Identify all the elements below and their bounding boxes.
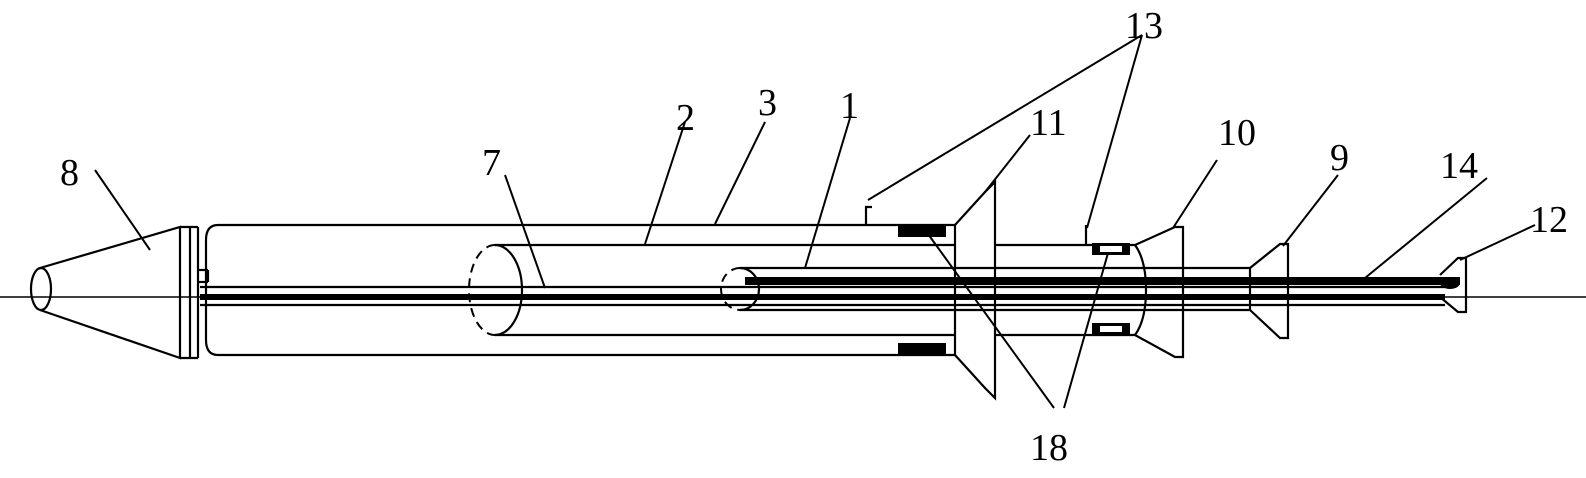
label-3: 3 [758, 82, 777, 124]
leader-lines [94, 34, 1536, 409]
label-18: 18 [1030, 427, 1068, 469]
part-3-outer-tube [198, 223, 955, 357]
label-13: 13 [1125, 5, 1163, 47]
label-1: 1 [840, 85, 859, 127]
part-12-end-knob [1439, 256, 1468, 314]
label-10: 10 [1218, 112, 1256, 154]
part-18-seals [898, 226, 1130, 354]
part-14-thick-rod [200, 277, 1460, 300]
label-2: 2 [676, 97, 695, 139]
label-12: 12 [1530, 199, 1568, 241]
part-1-inner-catheter [720, 266, 1250, 312]
part-11-flared-handle [953, 179, 997, 401]
part-10-flared-piece [995, 225, 1185, 359]
part-2-inner-tube [468, 243, 955, 337]
part-7-shaft [200, 285, 1445, 307]
label-8: 8 [60, 152, 79, 194]
part-9-flared-piece [1248, 242, 1290, 340]
part-13-tabs [864, 205, 1088, 245]
label-7: 7 [482, 142, 501, 184]
label-14: 14 [1440, 145, 1478, 187]
label-9: 9 [1330, 137, 1349, 179]
label-11: 11 [1030, 102, 1067, 144]
part-labels: 8 7 2 3 1 11 13 10 9 14 12 18 [60, 5, 1568, 469]
part-8-conical-tip [29, 225, 200, 360]
